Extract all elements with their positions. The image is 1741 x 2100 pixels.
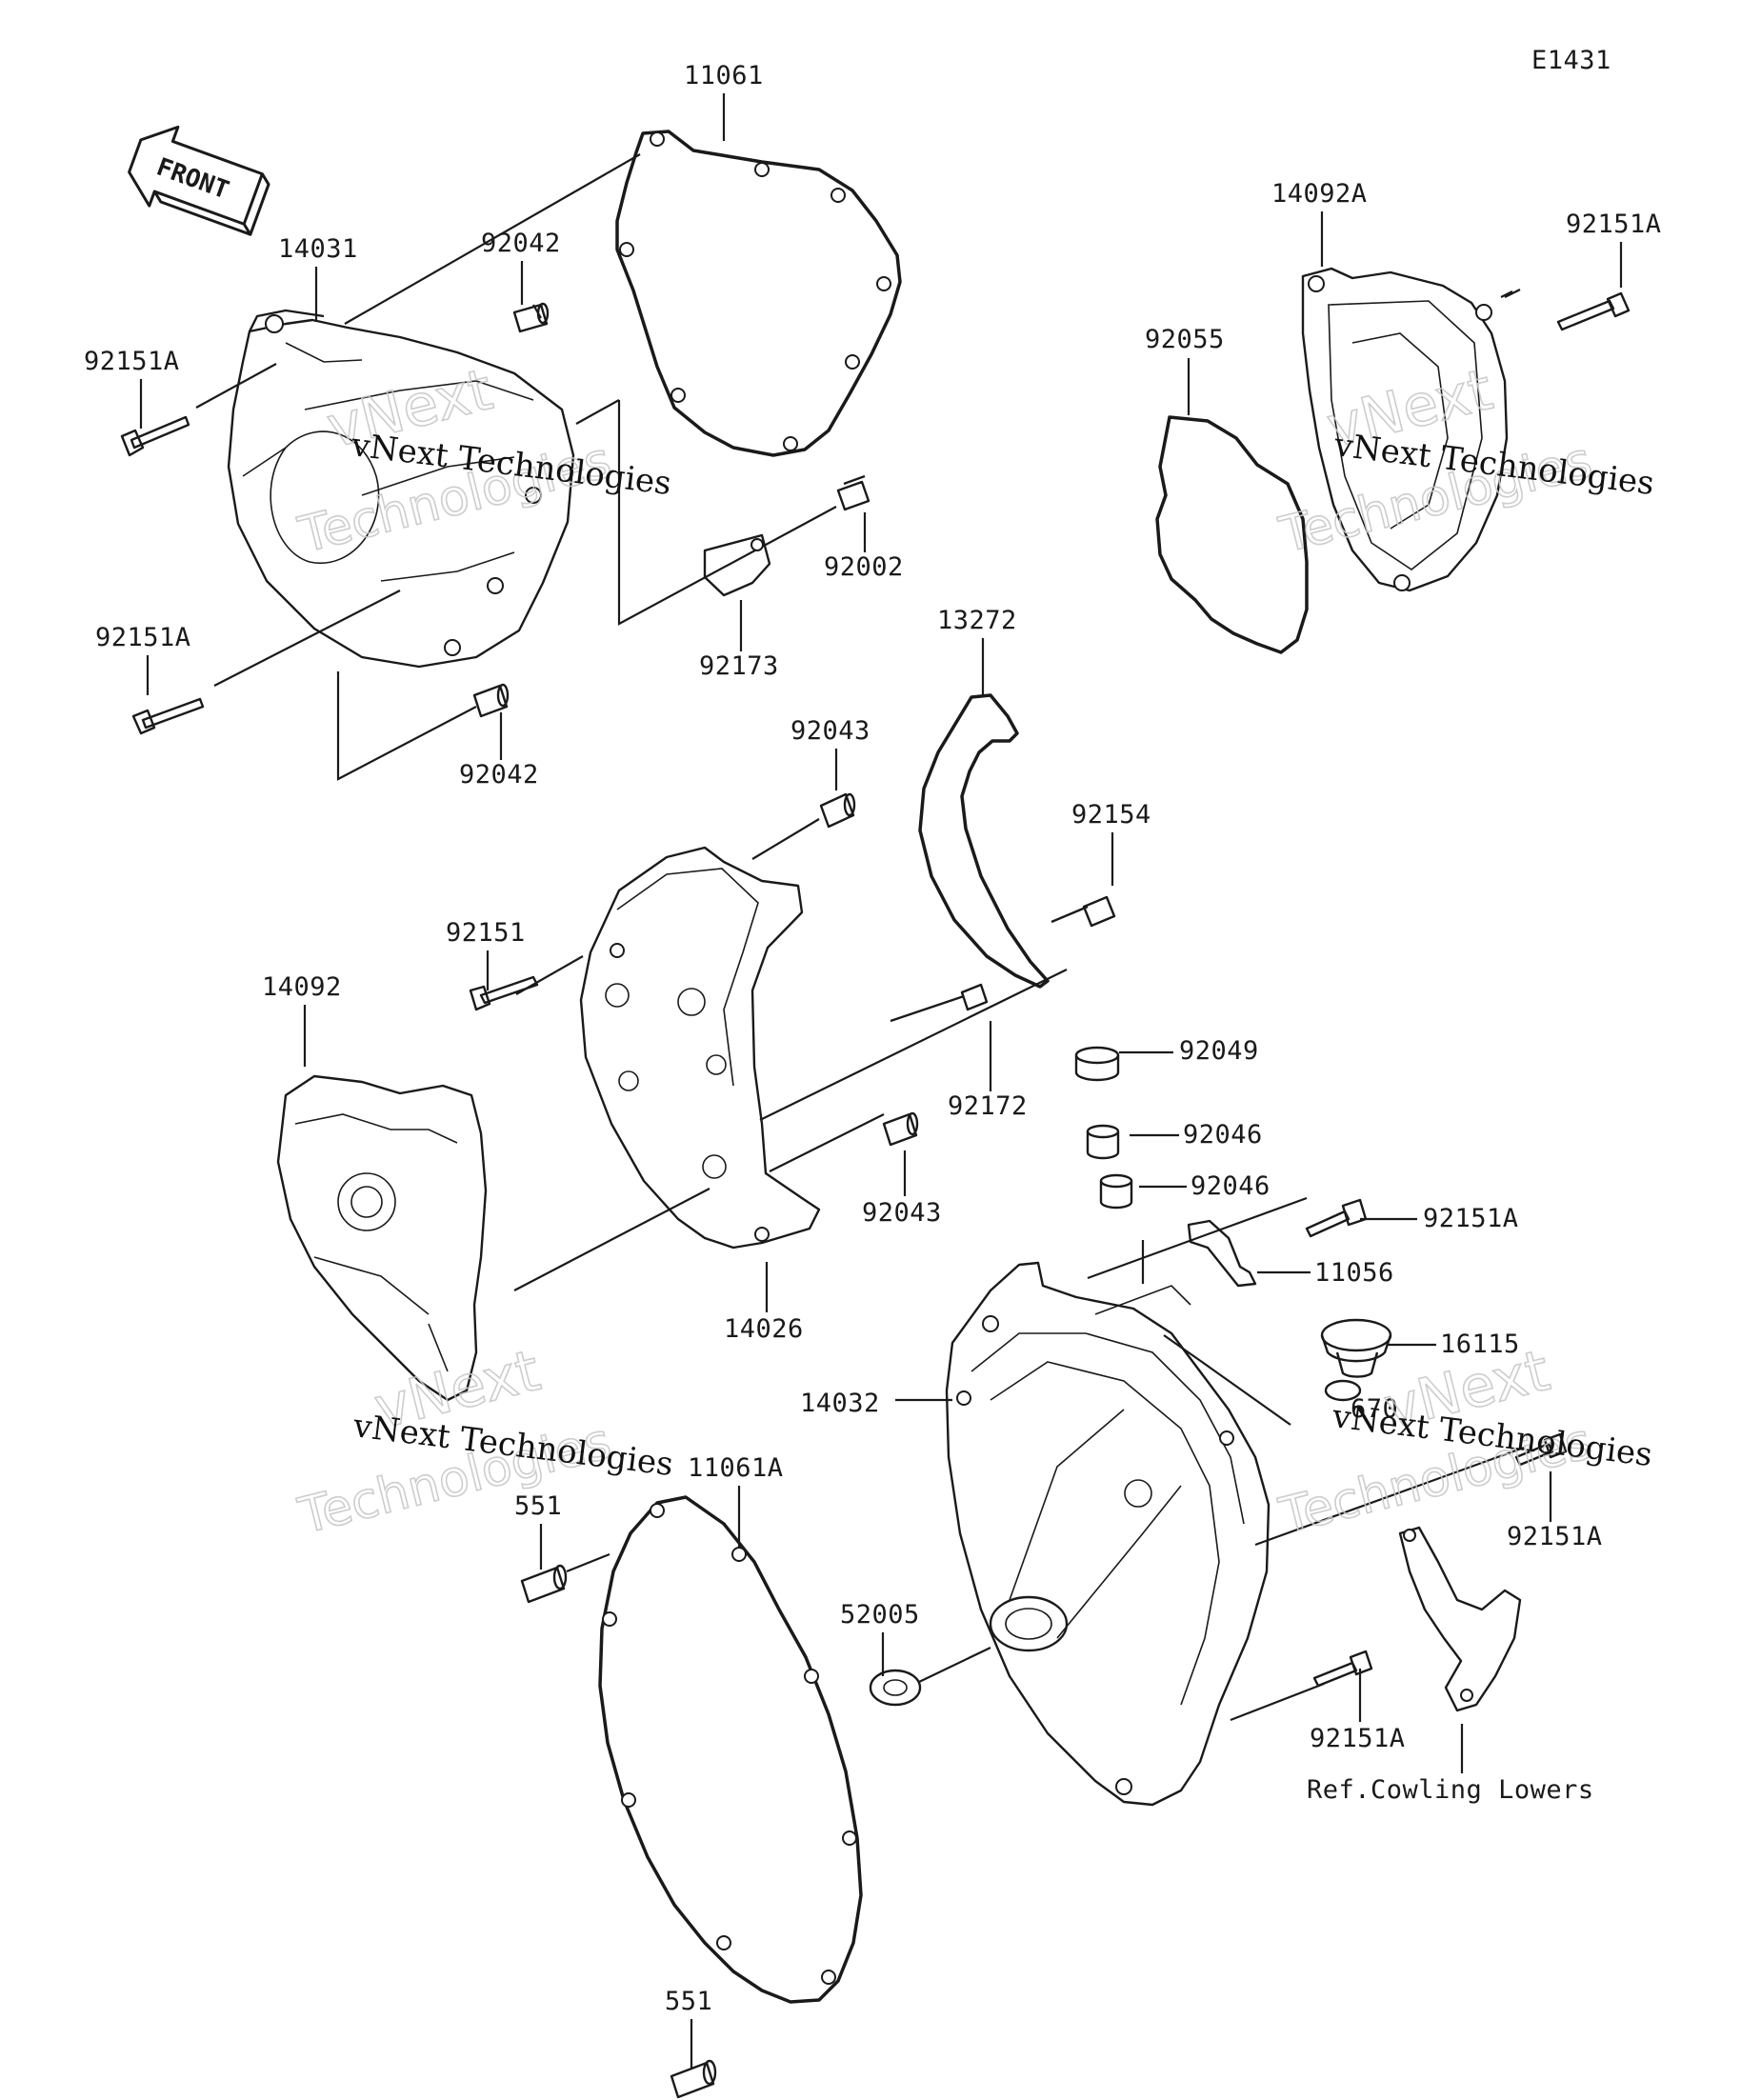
bolt-92151A-3 [1556,291,1631,331]
dowel-92042-top [512,302,550,333]
label-14026: 14026 [724,1314,804,1344]
label-ref-cowling: Ref.Cowling Lowers [1307,1775,1594,1805]
diagram-id: E1431 [1531,46,1611,75]
bracket-92173 [703,533,771,597]
oil-cap-16115 [1320,1318,1392,1378]
label-92151A-6: 92151A [1310,1724,1406,1753]
label-92173: 92173 [699,651,779,681]
cover-14032 [945,1261,1271,1807]
bracket-cowling-lowers [1398,1526,1522,1712]
label-92151: 92151 [446,918,526,948]
label-670: 670 [1351,1394,1398,1424]
bolt-92151A-2 [131,697,205,735]
label-92151A-2: 92151A [95,623,191,652]
bolt-92151A-6 [1312,1650,1373,1688]
label-92151A-5: 92151A [1507,1522,1603,1551]
bolt-92172 [890,983,989,1023]
clamp-11056 [1187,1219,1257,1288]
bolt-92151 [469,975,539,1011]
label-14092A: 14092A [1271,179,1368,209]
label-92043-top: 92043 [790,716,870,746]
watermark-lower-right: vNext Technologies vNext Technologies [1273,1336,1654,1546]
label-92049: 92049 [1179,1036,1259,1066]
cover-14026 [579,846,821,1250]
label-11056: 11056 [1314,1258,1394,1288]
bolt-92154 [1051,895,1116,928]
label-92002: 92002 [824,552,904,582]
gasket-11061A-holes [602,1503,857,1985]
dowel-92042-bot [472,683,510,718]
label-11061A: 11061A [688,1453,784,1483]
dowel-92043-bot [882,1111,919,1147]
label-551-bot: 551 [665,1987,712,2016]
bolt-92151A-1 [120,415,190,457]
bolt-92151A-5 [1514,1432,1568,1467]
label-92043-bot: 92043 [862,1198,942,1228]
label-92046-1: 92046 [1183,1120,1263,1150]
label-16115: 16115 [1440,1330,1520,1359]
label-92055: 92055 [1145,325,1225,354]
label-92042-bot: 92042 [459,760,539,790]
label-92046-2: 92046 [1191,1171,1271,1201]
cover-14092 [276,1074,488,1402]
bearing-92046-1 [1086,1124,1120,1160]
oring-670 [1324,1379,1362,1402]
gasket-13272 [918,693,1050,989]
label-551-top: 551 [514,1491,562,1521]
gasket-11061-holes [619,131,891,451]
bolt-92151A-4 [1305,1198,1368,1238]
label-92151A-3: 92151A [1566,210,1662,239]
label-11061: 11061 [684,61,764,90]
label-92151A-1: 92151A [84,347,180,376]
cover-14092A [1301,267,1509,592]
gasket-11061A [598,1495,863,2004]
seal-52005 [869,1669,922,1707]
label-14092: 14092 [262,972,342,1002]
bolt-92002 [836,474,870,511]
label-92154: 92154 [1071,800,1151,830]
watermark-upper-left: vNext Technologies vNext Technologies [292,355,673,565]
label-92151A-4: 92151A [1423,1204,1519,1233]
front-label: FRONT [152,152,232,205]
label-13272: 13272 [937,606,1017,635]
gasket-11061 [615,130,902,457]
label-14031: 14031 [278,234,358,264]
front-arrow-icon: FRONT [128,125,270,236]
cover-14031 [227,309,575,669]
watermark-lower-left: vNext Technologies vNext Technologies [292,1336,675,1546]
gasket-92055 [1155,415,1309,654]
dowel-551-top [520,1564,568,1604]
label-92172: 92172 [948,1091,1028,1121]
label-52005: 52005 [840,1600,920,1630]
bearing-92046-2 [1099,1173,1133,1210]
dowel-551-bot [670,2059,717,2099]
seal-92049 [1074,1046,1120,1082]
leader-lines [139,93,1623,2069]
dowel-92043-top [819,792,856,829]
label-14032: 14032 [800,1389,880,1418]
label-92042-top: 92042 [481,229,561,258]
